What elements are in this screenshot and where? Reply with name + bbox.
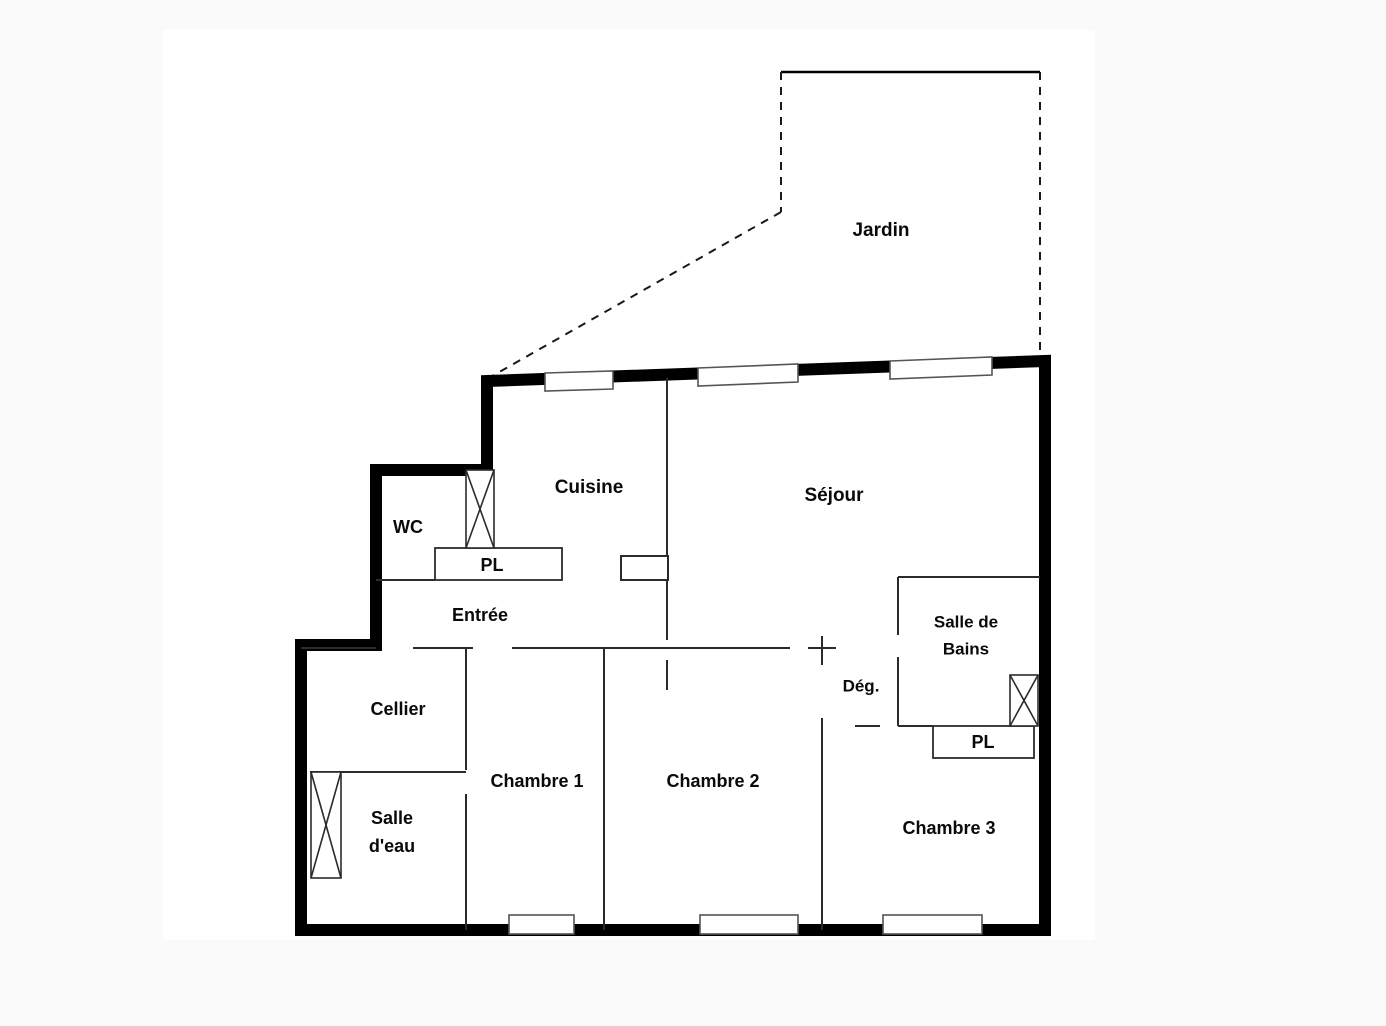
room-label-salle-de-bains-line2: Bains xyxy=(943,639,989,658)
window-sejour-right xyxy=(889,356,993,380)
room-label-chambre1: Chambre 1 xyxy=(490,771,583,791)
room-label-entree: Entrée xyxy=(452,605,508,625)
room-labels: Jardin Cuisine Séjour WC Entrée Cellier … xyxy=(369,220,998,856)
door-wc-icon xyxy=(465,469,495,549)
window-sejour-left xyxy=(697,363,799,387)
closets xyxy=(434,547,1035,759)
placard-label-entree: PL xyxy=(480,555,503,575)
door-salle-deau-icon xyxy=(310,771,342,879)
room-label-cellier: Cellier xyxy=(370,699,425,719)
placard-label-chambre3: PL xyxy=(971,732,994,752)
room-label-sejour: Séjour xyxy=(804,485,864,506)
room-label-chambre2: Chambre 2 xyxy=(666,771,759,791)
cuisine-counter xyxy=(620,555,669,581)
bottom-wall-windows xyxy=(508,914,983,935)
room-label-salle-deau-line2: d'eau xyxy=(369,836,415,856)
placard-chambre3-box xyxy=(932,725,1035,759)
room-label-chambre3: Chambre 3 xyxy=(902,818,995,838)
window-chambre2 xyxy=(699,914,799,935)
placard-entree-box xyxy=(434,547,563,581)
room-label-salle-deau-line1: Salle xyxy=(371,808,413,828)
door-salle-de-bains-icon xyxy=(1009,674,1039,727)
window-chambre1 xyxy=(508,914,575,935)
room-label-wc: WC xyxy=(393,517,423,537)
outer-wall-outline xyxy=(295,354,1051,936)
room-label-cuisine: Cuisine xyxy=(555,477,624,498)
room-label-degagement: Dég. xyxy=(843,676,880,695)
room-label-salle-de-bains-line1: Salle de xyxy=(934,612,998,631)
jardin-boundary xyxy=(486,70,1041,380)
door-symbols xyxy=(310,469,1039,879)
window-cuisine xyxy=(544,370,614,392)
outer-walls xyxy=(295,354,1051,936)
room-label-jardin: Jardin xyxy=(852,220,909,241)
top-wall-windows xyxy=(544,356,993,392)
window-chambre3 xyxy=(882,914,983,935)
jardin-diagonal-edge xyxy=(486,211,782,380)
